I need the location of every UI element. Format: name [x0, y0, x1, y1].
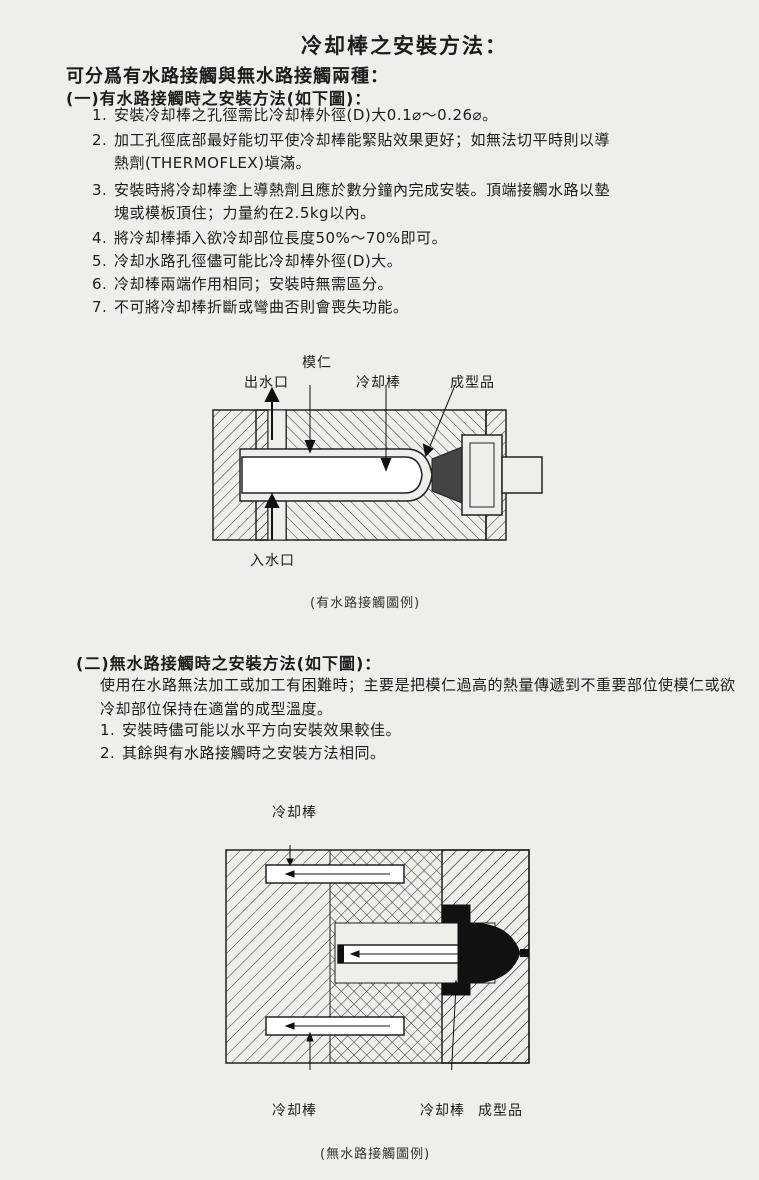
page-subtitle: 可分爲有水路接觸與無水路接觸兩種： [66, 66, 389, 87]
section1-item-5: 5.冷却水路孔徑儘可能比冷却棒外徑(D)大。 [92, 252, 403, 270]
molded-part-shape-2 [441, 904, 521, 996]
flow-arrows [264, 385, 456, 540]
water-contact-diagram [212, 385, 543, 541]
ejector-pin [501, 456, 543, 494]
heat-arrows [284, 845, 480, 1070]
diagram1-caption: (有水路接觸圖例) [310, 596, 421, 611]
ejector-body [461, 434, 503, 516]
section2-item-1: 1.安裝時儘可能以水平方向安裝效果較佳。 [100, 721, 402, 739]
section2-heading: (二)無水路接觸時之安裝方法(如下圖)： [76, 654, 382, 673]
label-inlet: 入水口 [250, 553, 295, 569]
section2-item-2: 2.其餘與有水路接觸時之安裝方法相同。 [100, 744, 386, 762]
label-cooling-rod: 冷却棒 [356, 375, 401, 391]
label-mold-core: 模仁 [302, 355, 332, 371]
section1-item-2: 2.加工孔徑底部最好能切平使冷却棒能緊貼效果更好；如無法切平時則以導 熱劑(TH… [92, 131, 611, 172]
no-water-contact-diagram [225, 845, 530, 1070]
cooling-rod-shape [241, 456, 423, 494]
label-cooling-rod-top: 冷却棒 [272, 805, 317, 821]
label-cooling-rod-bottom-right: 冷却棒 [420, 1103, 465, 1119]
section2-paragraph: 使用在水路無法加工或加工有困難時；主要是把模仁過高的熱量傳遞到不重要部位使模仁或… [100, 676, 736, 718]
section1-item-6: 6.冷却棒兩端作用相同；安裝時無需區分。 [92, 275, 394, 293]
diagram2-caption: (無水路接觸圖例) [320, 1147, 431, 1162]
label-cooling-rod-bottom-left: 冷却棒 [272, 1103, 317, 1119]
page-title: 冷却棒之安裝方法： [301, 34, 508, 58]
section1-item-7: 7.不可將冷却棒折斷或彎曲否則會喪失功能。 [92, 298, 409, 316]
section1-item-3: 3.安裝時將冷却棒塗上導熱劑且應於數分鐘內完成安裝。頂端接觸水路以墊 塊或模板頂… [92, 181, 611, 222]
label-outlet: 出水口 [244, 375, 289, 391]
section1-item-1: 1.安裝冷却棒之孔徑需比冷却棒外徑(D)大0.1⌀～0.26⌀。 [92, 106, 498, 124]
section1-item-4: 4.將冷却棒揷入欲冷却部位長度50%～70%即可。 [92, 229, 448, 247]
label-molded-part-2: 成型品 [478, 1103, 523, 1119]
label-molded-part: 成型品 [450, 375, 495, 391]
section1-heading: (一)有水路接觸時之安裝方法(如下圖)： [66, 89, 372, 108]
